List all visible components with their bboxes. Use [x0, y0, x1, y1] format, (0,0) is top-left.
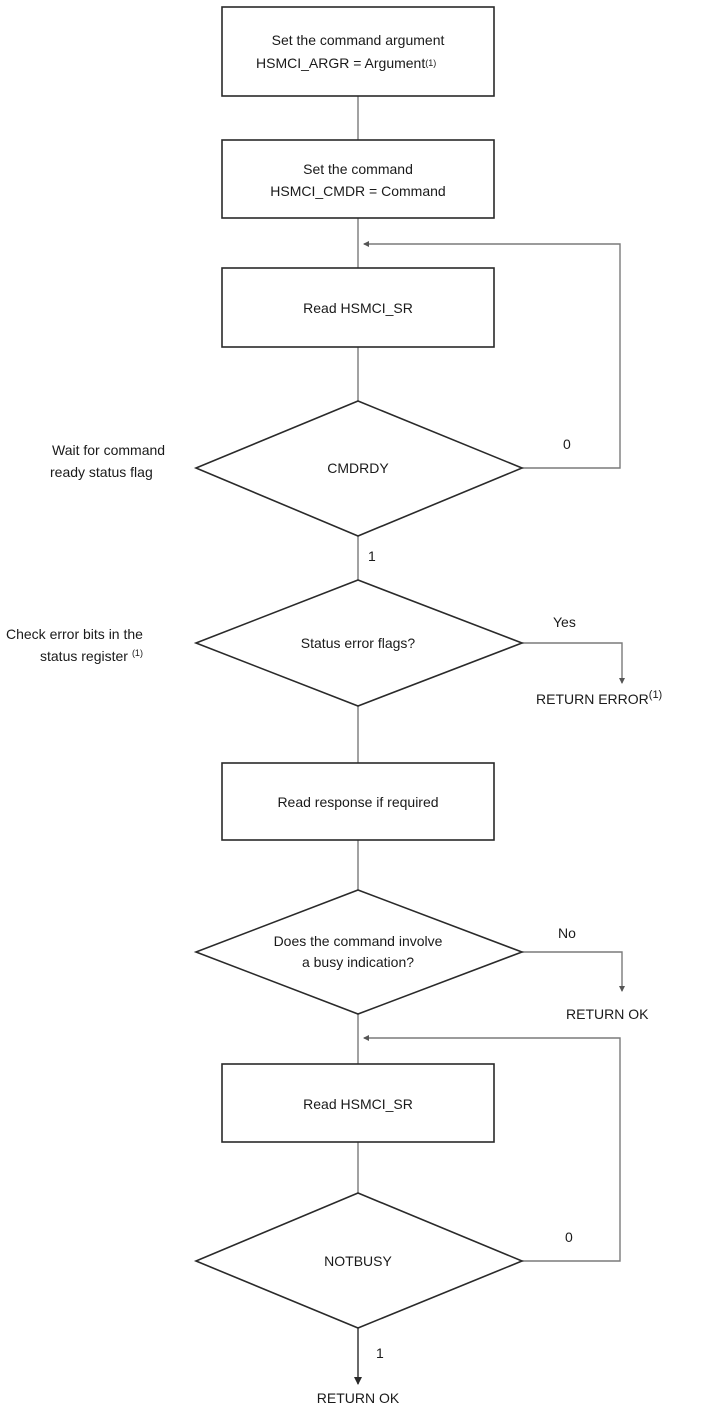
box-read-sr-1	[221, 267, 495, 348]
read-sr-1-label: Read HSMCI_SR	[303, 300, 413, 316]
annotation-wait-line2: ready status flag	[50, 464, 153, 480]
diamond-notbusy	[193, 1192, 525, 1329]
set-argument-line2: HSMCI_ARGR = Argument(1)	[256, 55, 436, 71]
set-command-line1: Set the command	[303, 161, 413, 177]
final-return-ok: RETURN OK	[317, 1390, 400, 1406]
annotation-check-line1: Check error bits in the	[6, 626, 143, 642]
cmdrdy-label: CMDRDY	[327, 460, 389, 476]
busy-check-line2: a busy indication?	[302, 954, 414, 970]
notbusy-branch-1: 1	[376, 1345, 384, 1361]
box-read-response	[221, 762, 495, 841]
set-argument-line1: Set the command argument	[272, 32, 445, 48]
diamond-busy-check	[193, 889, 525, 1015]
busy-return-ok: RETURN OK	[566, 1006, 649, 1022]
box-set-command	[221, 139, 495, 219]
status-error-label: Status error flags?	[301, 635, 416, 651]
return-error: RETURN ERROR(1)	[536, 689, 662, 707]
annotation-check-line2: status register(1)	[40, 648, 143, 664]
read-sr-2-label: Read HSMCI_SR	[303, 1096, 413, 1112]
set-command-line2: HSMCI_CMDR = Command	[270, 183, 445, 199]
error-branch-line	[522, 642, 625, 684]
box-set-argument	[221, 6, 495, 97]
cmdrdy-branch-1: 1	[368, 548, 376, 564]
busy-check-no: No	[558, 925, 576, 941]
notbusy-label: NOTBUSY	[324, 1253, 392, 1269]
notbusy-branch-0: 0	[565, 1229, 573, 1245]
diamond-status-error	[193, 579, 525, 707]
busy-no-branch-line	[522, 951, 625, 992]
loop-back-notbusy	[363, 1035, 621, 1262]
status-error-yes: Yes	[553, 614, 576, 630]
read-response-label: Read response if required	[277, 794, 438, 810]
cmdrdy-branch-0: 0	[563, 436, 571, 452]
diamond-cmdrdy	[193, 400, 525, 537]
annotation-wait-line1: Wait for command	[52, 442, 165, 458]
busy-check-line1: Does the command involve	[274, 933, 443, 949]
box-read-sr-2	[221, 1063, 495, 1143]
loop-back-cmdrdy	[363, 241, 621, 469]
